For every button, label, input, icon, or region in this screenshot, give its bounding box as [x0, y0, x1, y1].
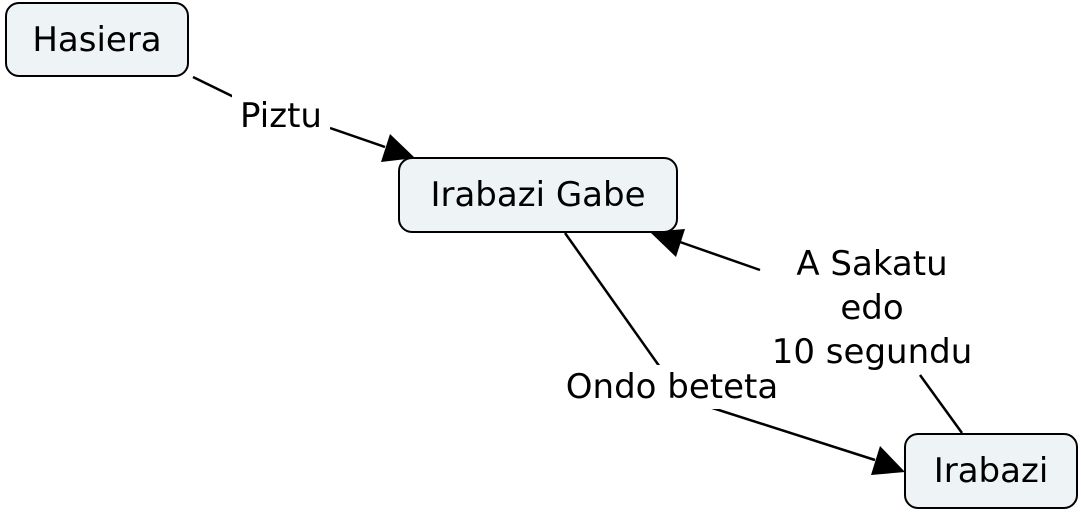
edge-a-sakatu-to-irabazi-gabe-line [679, 240, 761, 272]
edge-label-a-sakatu: A Sakatu edo 10 segundu [762, 242, 982, 374]
node-irabazi-gabe-label: Irabazi Gabe [430, 175, 646, 215]
arrowhead-into-irabazi [871, 446, 905, 475]
arrowhead-into-irabazi-gabe-top [381, 134, 415, 162]
node-irabazi-label: Irabazi [933, 451, 1049, 491]
edge-label-ondo-beteta: Ondo beteta [556, 365, 788, 409]
node-hasiera-label: Hasiera [32, 19, 162, 60]
edge-ondo-beteta-to-irabazi-line [699, 402, 876, 462]
edge-hasiera-to-piztu-line [192, 75, 239, 101]
edge-irabazi-to-a-sakatu-line [918, 374, 964, 434]
node-hasiera: Hasiera [5, 2, 189, 77]
edge-label-piztu-text: Piztu [240, 96, 322, 136]
arrowhead-into-irabazi-gabe-right [650, 229, 685, 257]
edge-piztu-to-irabazi-gabe-line [329, 126, 386, 149]
node-irabazi: Irabazi [904, 433, 1078, 509]
edge-label-a-sakatu-line-1: A Sakatu [796, 244, 948, 284]
edge-irabazi-gabe-to-ondo-beteta-line [563, 232, 664, 371]
edge-label-a-sakatu-line-2: edo [840, 288, 904, 328]
edge-label-a-sakatu-line-3: 10 segundu [771, 332, 973, 372]
edge-label-ondo-beteta-text: Ondo beteta [565, 367, 779, 407]
edge-label-piztu: Piztu [232, 94, 330, 138]
node-irabazi-gabe: Irabazi Gabe [398, 157, 678, 233]
